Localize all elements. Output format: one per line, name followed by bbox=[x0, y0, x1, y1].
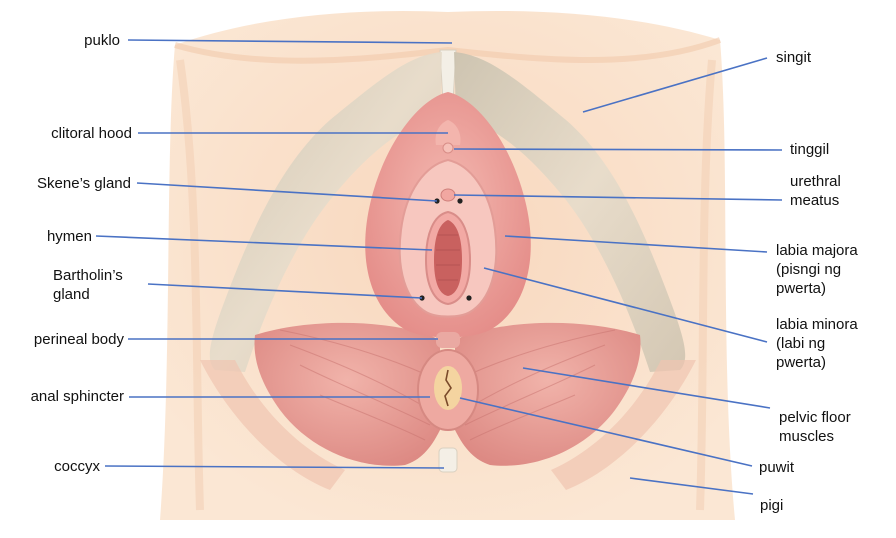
label-urethral-meatus-line2: meatus bbox=[790, 191, 841, 210]
label-hymen: hymen bbox=[30, 227, 92, 246]
leader-line-tinggil bbox=[454, 149, 782, 150]
label-labia-majora-line1: labia majora bbox=[776, 241, 858, 260]
label-urethral-meatus-line1: urethral bbox=[790, 172, 841, 191]
label-pigi: pigi bbox=[760, 496, 783, 515]
label-labia-minora-line2: (labi ng bbox=[776, 334, 858, 353]
label-bartholins-gland-line2: gland bbox=[53, 285, 143, 304]
label-labia-majora: labia majora (pisngi ng pwerta) bbox=[776, 241, 858, 298]
label-labia-majora-line3: pwerta) bbox=[776, 279, 858, 298]
label-urethral-meatus: urethral meatus bbox=[790, 172, 841, 210]
label-tinggil: tinggil bbox=[790, 140, 829, 159]
label-pelvic-floor-muscles-line2: muscles bbox=[779, 427, 851, 446]
label-skenes-gland: Skene’s gland bbox=[2, 174, 131, 193]
label-bartholins-gland-line1: Bartholin’s bbox=[53, 266, 143, 285]
label-labia-minora: labia minora (labi ng pwerta) bbox=[776, 315, 858, 372]
label-puwit: puwit bbox=[759, 458, 794, 477]
label-perineal-body: perineal body bbox=[2, 330, 124, 349]
label-labia-majora-line2: (pisngi ng bbox=[776, 260, 858, 279]
label-puklo: puklo bbox=[58, 31, 120, 50]
label-labia-minora-line3: pwerta) bbox=[776, 353, 858, 372]
label-labia-minora-line1: labia minora bbox=[776, 315, 858, 334]
label-coccyx: coccyx bbox=[30, 457, 100, 476]
label-anal-sphincter: anal sphincter bbox=[2, 387, 124, 406]
label-bartholins-gland: Bartholin’s gland bbox=[53, 266, 143, 304]
label-singit: singit bbox=[776, 48, 811, 67]
label-clitoral-hood: clitoral hood bbox=[2, 124, 132, 143]
label-pelvic-floor-muscles: pelvic floor muscles bbox=[779, 408, 851, 446]
label-pelvic-floor-muscles-line1: pelvic floor bbox=[779, 408, 851, 427]
